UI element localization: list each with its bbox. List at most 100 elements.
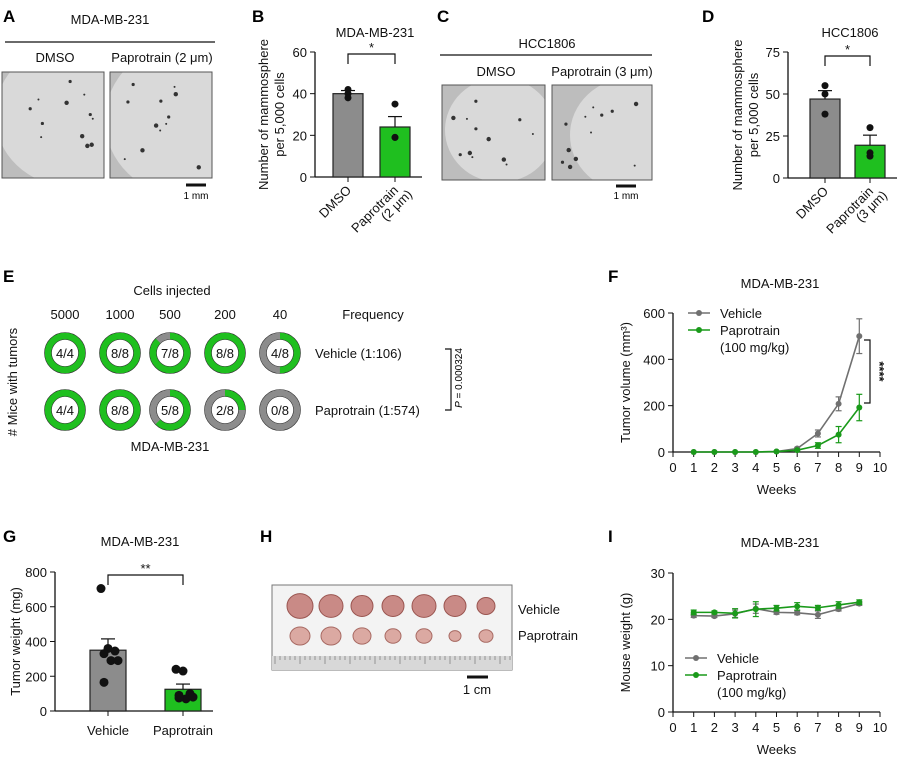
comparison-bracket [445,348,452,411]
panel-label: H [260,527,272,546]
y-tick-label: 30 [651,566,665,581]
mammosphere-dot [68,79,72,84]
scale-label: 1 mm [184,191,209,202]
y-tick-label: 0 [300,170,307,185]
data-point [732,449,739,455]
ring-outline [44,332,86,374]
mammosphere-dot [79,133,85,139]
data-point [110,646,120,656]
well-region [2,72,104,178]
ring-label: 7/8 [161,346,179,361]
data-point [794,603,801,610]
x-axis-label: Weeks [757,742,797,757]
ring-fraction [149,389,191,431]
data-point [171,664,181,674]
series-line [693,407,860,453]
data-point [856,599,863,606]
chart-title: MDA-MB-231 [741,535,820,550]
data-point [106,656,116,666]
ring-label: 5/8 [161,403,179,418]
row-label: Paprotrain [518,628,578,643]
well-region [570,85,652,180]
tumor-vehicle [476,596,496,616]
legend-label: Vehicle [717,651,759,666]
y-tick-label: 200 [643,399,665,414]
ring-outline [149,332,191,374]
tumor-vehicle [411,594,437,618]
mammosphere-dot [159,99,163,103]
data-point [773,448,780,455]
p-value: P = 0.000324 [454,348,465,408]
mammosphere-dot [40,136,43,139]
x-tick-label: 7 [814,460,821,475]
legend-label: Vehicle [720,306,762,321]
x-tick-label: 3 [731,720,738,735]
ring-fraction [259,332,301,374]
mammosphere-dot [28,107,32,111]
chart-title: MDA-MB-231 [101,534,180,549]
tumor-paprotrain [384,628,402,644]
ring-label: 0/8 [271,403,289,418]
ring-fraction [99,332,141,374]
data-point [188,692,198,702]
y-axis-label: per 5,000 cells [746,72,761,157]
data-point [821,82,829,90]
tumor-paprotrain [352,627,372,645]
mammosphere-dot [467,150,473,156]
tumor-vehicle [443,595,467,617]
mammosphere-dot [564,122,568,126]
mammosphere-dot [590,131,593,134]
legend-marker [693,672,699,678]
mammosphere-dot [567,164,573,170]
mammosphere-dot [610,109,614,113]
x-tick-label: DMSO [316,183,354,221]
ring-fraction [149,332,191,374]
significance-bracket [107,574,184,585]
data-point [814,430,821,437]
tumor-vehicle [286,593,314,619]
ring-label: 4/8 [271,346,289,361]
mammosphere-dot [159,129,162,132]
mammosphere-dot [196,165,201,170]
panel-label: C [437,7,449,26]
y-axis-label: # Mice with tumors [5,327,20,436]
x-tick-label: 4 [752,460,759,475]
panel-label: A [3,7,15,26]
mammosphere-dot [37,98,40,101]
mammosphere-dot [153,123,159,128]
ring-inner [266,339,294,367]
micrograph-paprotrain [551,84,653,181]
data-point [178,666,188,676]
ring-inner [51,396,79,424]
ring-fraction [44,332,86,374]
mammosphere-dot [88,112,92,117]
legend-marker [696,327,702,333]
data-point [794,447,801,454]
x-tick-label: 1 [690,720,697,735]
x-tick-label: 8 [835,460,842,475]
y-tick-label: 600 [25,600,47,615]
micrograph-frame [1,71,105,179]
data-point [96,584,106,594]
y-tick-label: 0 [773,171,780,186]
column-header: 5000 [51,307,80,322]
mammosphere-dot [165,122,168,125]
ring-outline [99,389,141,431]
legend-label: (100 mg/kg) [720,340,789,355]
significance-label: * [369,40,374,55]
panel-e: E Cells injected Frequency # Mice with t… [3,267,465,454]
data-point [856,333,863,340]
y-axis-label: Number of mammosphere [256,39,271,190]
ring-label: 2/8 [216,403,234,418]
mammosphere-dot [566,147,571,153]
panel-c: C HCC1806 DMSO Paprotrain (3 μm) 1 mm [437,7,653,202]
x-tick-label: 1 [690,460,697,475]
y-axis-label: per 5,000 cells [272,72,287,157]
ruler [272,656,512,670]
scale-label: 1 cm [463,682,491,697]
data-point [773,605,780,612]
